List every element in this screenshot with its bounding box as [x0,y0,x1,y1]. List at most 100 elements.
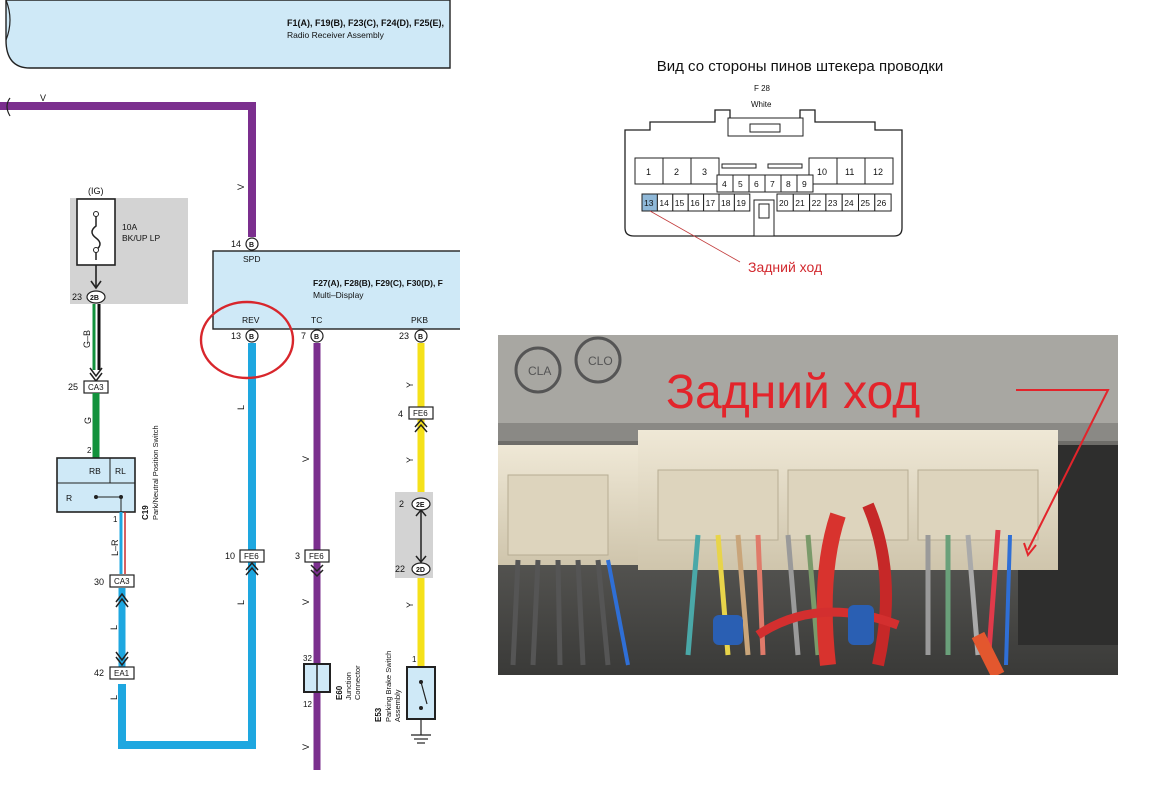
pin-23: 23 [828,198,838,208]
photo-callout-label: Задний ход [666,366,920,419]
pin-row-1-left: 1 2 3 [634,157,720,185]
g-wire-label: G [83,417,93,424]
fuse-ig-label: (IG) [88,186,104,196]
pin-spd-code: B [249,242,254,249]
fuse-block: (IG) 10A BK/UP LP 23 2B [70,186,188,304]
rev-wire: L L [118,343,256,749]
pin-2: 2 [674,167,679,177]
fuse-name: BK/UP LP [122,233,160,243]
pin-tc: 7 B [301,329,324,343]
pin-7: 7 [770,179,775,189]
pin-12: 12 [873,167,883,177]
tc-wire-label-1: V [301,456,311,462]
pin-row-1-right: 10 11 12 [808,157,894,185]
e60-name-1: Junction [344,672,353,700]
pin-rev-code: B [249,334,254,341]
c19-rl-label: RL [115,466,126,476]
c19-code: C19 [141,505,150,520]
e60-code: E60 [335,685,344,700]
g-b-wire: G–B [82,304,103,383]
photo-main-plug [638,430,1058,570]
l-r-wire: L–R [110,512,126,574]
spd-pin-label: SPD [243,254,260,264]
fe6-tc-code: FE6 [309,552,324,561]
ca3-bottom-code: CA3 [114,577,130,586]
pin-11: 11 [845,167,854,177]
pin-spd: 14 B [231,237,259,251]
pin-row-3-left: 13 14 15 16 17 18 19 [641,193,751,212]
pin-16: 16 [690,198,700,208]
tc-wire-label-2: V [301,599,311,605]
l-wire-label-2: L [109,695,119,700]
pin-22: 22 [812,198,822,208]
connector-fe6-tc: 3 FE6 [295,549,330,578]
pin-26: 26 [877,198,887,208]
pin-13-callout-label: Задний ход [748,259,822,275]
pin-5: 5 [738,179,743,189]
connector-ea1: 42 EA1 [94,666,135,680]
fe6-rev-code: FE6 [244,552,259,561]
top-wire-label: V [40,93,46,103]
rev-wire-label-1: L [236,405,246,410]
connector-color-label: White [751,100,772,109]
j2e-code: 2E [416,502,425,509]
multi-display-title: F27(A), F28(B), F29(C), F30(D), F [313,278,443,288]
pin-17: 17 [706,198,716,208]
fuse-rating: 10A [122,222,137,232]
junction-connector-e60: 32 12 E60 Junction Connector [303,654,362,709]
pin-spd-number: 14 [231,239,241,249]
fe6-pkb-number: 4 [398,409,403,419]
pin-row-2: 4 5 6 7 8 9 [716,174,814,193]
tc-wire-label-3: V [301,744,311,750]
pin-1: 1 [646,167,651,177]
photo-marking-2: CLO [588,354,613,368]
rev-wire-label-2: L [236,600,246,605]
pin-19: 19 [736,198,746,208]
j2d-code: 2D [416,567,425,574]
fe6-rev-number: 10 [225,551,235,561]
junction-2e-2d: 2 2E 22 2D [395,492,433,578]
radio-receiver-box: F1(A), F19(B), F23(C), F24(D), F25(E), R… [5,0,451,69]
pin-25: 25 [861,198,871,208]
e60-pin-bottom: 12 [303,700,312,709]
ca3-top-number: 25 [68,382,78,392]
ca3-top-code: CA3 [88,383,104,392]
pin-tc-code: B [314,334,319,341]
j2d-number: 22 [395,564,405,574]
connector-ca3-top: 25 CA3 [68,380,109,394]
radio-box-subtitle: Radio Receiver Assembly [287,30,385,40]
e60-pin-top: 32 [303,654,312,663]
e53-code: E53 [374,707,383,722]
tc-pin-label: TC [311,315,322,325]
pin-13: 13 [644,198,654,208]
e53-name-1: Parking Brake Switch [384,651,393,722]
rev-highlight-circle [199,300,295,380]
fe6-pkb-code: FE6 [413,409,428,418]
c19-name: Park/Neutral Position Switch [151,425,160,520]
pkb-wire-label-2: Y [405,457,415,463]
connector-view-heading: Вид со стороны пинов штекера проводки [656,58,944,75]
connector-fe6-rev: 10 FE6 [225,549,265,576]
pin-20: 20 [779,198,789,208]
connector-fe6-pkb: 4 FE6 [398,406,434,433]
c19-rb-label: RB [89,466,101,476]
park-neutral-switch: 2 RB RL R C19 Park/Neutral Position Swit… [56,425,160,524]
radio-box-title: F1(A), F19(B), F23(C), F24(D), F25(E), [287,18,444,28]
pin-rev-number: 13 [231,331,241,341]
pin-3: 3 [702,167,707,177]
e53-pin: 1 [412,655,417,664]
pkb-wire-label-1: Y [405,382,415,388]
gb-wire-label: G–B [82,330,92,348]
pkb-pin-label: PKB [411,315,428,325]
multi-display-box: F27(A), F28(B), F29(C), F30(D), F Multi–… [212,250,460,330]
ea1-code: EA1 [114,669,130,678]
pin-9: 9 [802,179,807,189]
pin-rev: 13 B [231,329,259,343]
spd-wire-label: V [236,184,246,190]
fuse-pin-code: 2B [90,295,99,302]
pin-8: 8 [786,179,791,189]
pin-15: 15 [675,198,685,208]
j2e-number: 2 [399,499,404,509]
photo-marking-1: CLA [528,364,551,378]
pin-6: 6 [754,179,759,189]
